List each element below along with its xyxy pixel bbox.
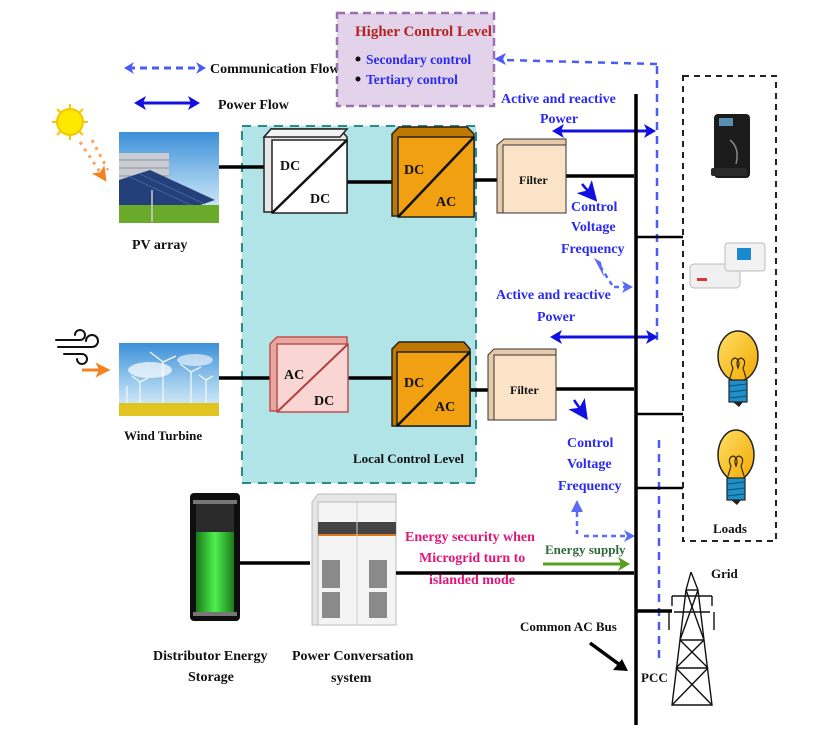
energy-supply-arrow-icon <box>543 557 630 571</box>
higher-control-level-box: Higher Control Level Secondary control T… <box>335 11 496 108</box>
pv-filter: Filter <box>496 138 567 214</box>
wind-power-label-line2: Power <box>537 310 575 325</box>
wind-turbine-label: Wind Turbine <box>124 428 202 443</box>
energy-security-line2: Microgrid turn to <box>419 551 525 566</box>
wind-acdc-bottom-label: DC <box>314 394 334 409</box>
pv-dcac-bottom-label: AC <box>436 195 456 210</box>
pv-power-label-line2: Power <box>540 112 578 127</box>
loads-label: Loads <box>713 521 747 536</box>
pv-dc-dc-converter: DC DC <box>262 128 349 214</box>
wind-ac-dc-converter: AC DC <box>269 336 349 413</box>
wind-dc-ac-converter: DC AC <box>391 341 471 427</box>
pv-array-label: PV array <box>132 238 187 253</box>
pv-array-image <box>119 132 219 223</box>
wind-active-reactive-power: Active and reactive Power <box>496 288 658 344</box>
communication-flow-to-higher-control <box>494 53 661 660</box>
secondary-control-label: Secondary control <box>366 52 471 67</box>
wind-icon <box>55 329 99 365</box>
light-bulb-icon <box>717 330 759 407</box>
pv-power-label-line1: Active and reactive <box>501 92 616 107</box>
wind-dcac-bottom-label: AC <box>435 400 455 415</box>
battery-icon <box>190 493 240 621</box>
energy-security-line3: islanded mode <box>429 573 515 588</box>
energy-security-text: Energy security when Microgrid turn to i… <box>405 530 535 588</box>
pcs-label-line2: system <box>331 671 372 686</box>
pcc-label: PCC <box>641 670 668 685</box>
wind-control-label: Control <box>567 436 614 451</box>
communication-flow-label: Communication Flow <box>210 62 340 77</box>
power-conversion-system-icon <box>311 493 397 626</box>
pv-control-label: Control <box>571 200 618 215</box>
wind-power-label-line1: Active and reactive <box>496 288 611 303</box>
power-flow-arrow-icon <box>134 96 200 110</box>
pv-active-reactive-power: Active and reactive Power <box>501 92 656 138</box>
energy-security-line1: Energy security when <box>405 530 535 545</box>
pcs-label-line1: Power Conversation <box>292 649 414 664</box>
bullet-icon <box>355 56 361 62</box>
pv-frequency-label: Frequency <box>561 242 625 257</box>
coffee-machine-icon <box>711 114 750 178</box>
power-flow-label: Power Flow <box>218 98 290 113</box>
wind-acdc-top-label: AC <box>284 368 304 383</box>
wind-frequency-label: Frequency <box>558 479 622 494</box>
sun-icon <box>52 104 88 140</box>
wind-filter: Filter <box>487 348 557 421</box>
pv-dc-ac-converter: DC AC <box>391 126 475 218</box>
pv-control-voltage-frequency: Control Voltage Frequency <box>561 180 633 293</box>
sewing-machine-icon <box>689 242 766 289</box>
grid-label: Grid <box>711 566 738 581</box>
storage-label-line1: Distributor Energy <box>153 649 267 664</box>
wind-filter-label: Filter <box>510 383 539 397</box>
higher-control-title: Higher Control Level <box>355 24 492 40</box>
wind-power-line <box>219 376 634 392</box>
common-ac-bus-pointer-arrow-icon <box>588 641 628 671</box>
communication-flow-arrow-icon <box>124 62 206 74</box>
legend: Communication Flow Power Flow <box>124 62 340 113</box>
pv-voltage-label: Voltage <box>571 220 616 235</box>
pv-power-line <box>219 165 634 184</box>
wind-dcac-top-label: DC <box>404 376 424 391</box>
pv-dcac-top-label: DC <box>404 163 424 178</box>
pv-filter-label: Filter <box>519 173 548 187</box>
energy-supply-label: Energy supply <box>545 542 626 557</box>
wind-control-voltage-frequency: Control Voltage Frequency <box>558 397 635 542</box>
light-bulb-icon <box>717 429 755 505</box>
sunlight-rays-icon <box>78 139 110 182</box>
local-control-label: Local Control Level <box>353 451 464 466</box>
loads-box: Loads <box>682 75 777 542</box>
pv-dcdc-top-label: DC <box>280 159 300 174</box>
common-ac-bus-label: Common AC Bus <box>520 619 617 634</box>
transmission-tower-icon <box>668 571 715 706</box>
bullet-icon <box>355 76 361 82</box>
bus-load-feeders <box>636 235 683 490</box>
wind-turbine-image <box>119 343 219 416</box>
wind-voltage-label: Voltage <box>567 457 612 472</box>
storage-label-line2: Storage <box>188 670 234 685</box>
pv-dcdc-bottom-label: DC <box>310 192 330 207</box>
tertiary-control-label: Tertiary control <box>366 72 458 87</box>
